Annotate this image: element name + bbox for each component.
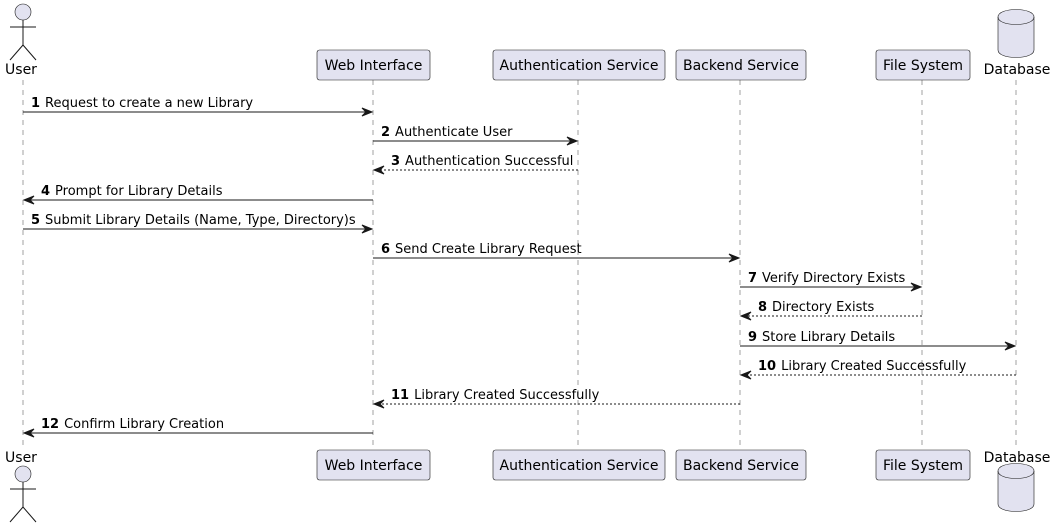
database-cylinder [997,9,1035,58]
participant-label: Authentication Service [500,58,659,74]
actor-head [14,3,32,21]
participant-fs-bottom: File System [875,449,971,481]
message-text: Authentication Successful [405,154,573,169]
message-number: 12 [41,417,59,432]
database-label: Database [984,62,1051,78]
message-number: 9 [748,330,757,345]
message-number: 2 [381,125,390,140]
message-3: 3 Authentication Successful [372,154,578,175]
message-label: 2 Authenticate User [381,125,513,140]
participant-web-bottom: Web Interface [316,449,431,481]
participant-box [316,49,431,81]
message-10: 10 Library Created Successfully [739,359,1016,380]
message-8: 8 Directory Exists [739,300,922,321]
database-cylinder [997,463,1035,512]
actor-user-top: User [5,3,37,78]
arrowhead-icon [22,195,35,205]
message-text: Store Library Details [762,330,895,345]
message-text: Confirm Library Creation [64,417,224,432]
participant-label: Backend Service [683,58,799,74]
arrowhead-icon [910,282,923,292]
participant-auth-bottom: Authentication Service [492,449,666,481]
message-label: 11 Library Created Successfully [391,388,600,403]
message-label: 4 Prompt for Library Details [41,184,223,199]
message-label: 9 Store Library Details [748,330,895,345]
arrowhead-icon [566,136,579,146]
participant-box [492,449,666,481]
participant-label: Backend Service [683,458,799,474]
participant-label: Authentication Service [500,458,659,474]
database-db-top: Database [984,9,1051,78]
arrowhead-icon [728,253,741,263]
message-number: 1 [31,96,40,111]
arrowhead-icon [372,399,385,409]
message-text: Library Created Successfully [781,359,967,374]
message-text: Verify Directory Exists [762,271,905,286]
participant-label: File System [883,58,963,74]
arrowhead-icon [1004,341,1017,351]
actor-user-bottom: User [5,450,37,523]
message-number: 8 [758,300,767,315]
message-text: Submit Library Details (Name, Type, Dire… [45,213,356,228]
message-label: 5 Submit Library Details (Name, Type, Dir… [31,213,356,228]
arrowhead-icon [739,311,752,321]
participant-box [492,49,666,81]
message-label: 1 Request to create a new Library [31,96,253,111]
message-2: 2 Authenticate User [373,125,579,146]
participant-web-top: Web Interface [316,49,431,81]
message-label: 3 Authentication Successful [391,154,573,169]
message-1: 1 Request to create a new Library [23,96,374,117]
message-label: 12 Confirm Library Creation [41,417,224,432]
participant-box [875,449,971,481]
message-number: 10 [758,359,776,374]
participant-auth-top: Authentication Service [492,49,666,81]
actor-label: User [5,62,37,78]
message-9: 9 Store Library Details [740,330,1017,351]
message-text: Request to create a new Library [45,96,253,111]
message-text: Prompt for Library Details [55,184,223,199]
message-11: 11 Library Created Successfully [372,388,740,409]
message-text: Library Created Successfully [414,388,600,403]
actor-head [14,465,32,483]
participant-box [875,49,971,81]
participant-fs-top: File System [875,49,971,81]
database-db-bottom: Database [984,450,1051,512]
message-text: Directory Exists [772,300,874,315]
actor-label: User [5,450,37,466]
arrowhead-icon [361,224,374,234]
arrowhead-icon [361,107,374,117]
message-number: 6 [381,242,390,257]
participant-backend-bottom: Backend Service [675,449,807,481]
database-label: Database [984,450,1051,466]
message-label: 7 Verify Directory Exists [748,271,905,286]
message-label: 8 Directory Exists [758,300,874,315]
message-number: 7 [748,271,757,286]
arrowhead-icon [22,428,35,438]
participant-box [675,449,807,481]
arrowhead-icon [739,370,752,380]
message-number: 3 [391,154,400,169]
message-7: 7 Verify Directory Exists [740,271,923,292]
message-5: 5 Submit Library Details (Name, Type, Dir… [23,213,374,234]
message-4: 4 Prompt for Library Details [22,184,373,205]
participant-backend-top: Backend Service [675,49,807,81]
message-label: 10 Library Created Successfully [758,359,967,374]
message-12: 12 Confirm Library Creation [22,417,373,438]
message-text: Authenticate User [395,125,513,140]
message-number: 5 [31,213,40,228]
participant-box [675,49,807,81]
message-6: 6 Send Create Library Request [373,242,741,263]
message-number: 4 [41,184,50,199]
arrowhead-icon [372,165,385,175]
message-text: Send Create Library Request [395,242,582,257]
message-number: 11 [391,388,409,403]
message-label: 6 Send Create Library Request [381,242,582,257]
participant-label: Web Interface [325,58,423,74]
participant-box [316,449,431,481]
participant-label: File System [883,458,963,474]
participant-label: Web Interface [325,458,423,474]
